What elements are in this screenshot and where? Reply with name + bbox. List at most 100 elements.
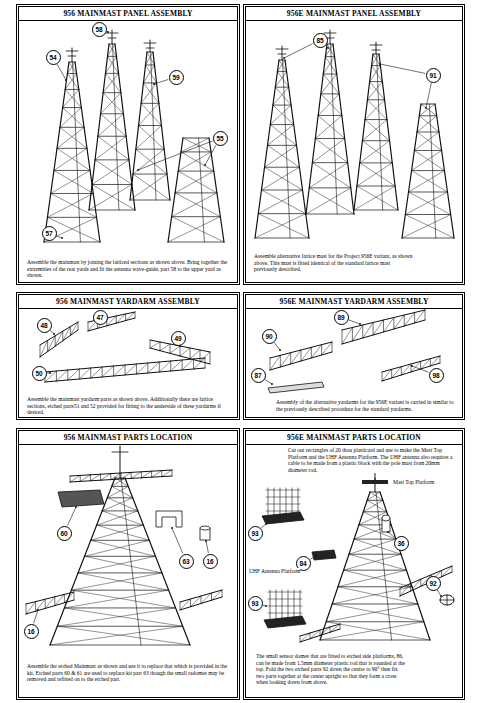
lattice-strut xyxy=(357,186,398,210)
lattice-strut xyxy=(326,604,418,622)
lattice-strut xyxy=(108,56,117,57)
lattice-strut xyxy=(47,217,96,218)
lattice-strut xyxy=(151,471,152,477)
callout-text: 63 xyxy=(182,558,189,565)
uhf-element xyxy=(266,504,300,505)
lattice-strut xyxy=(309,187,351,188)
callout-number: 98 xyxy=(429,368,444,383)
lattice-strut xyxy=(311,347,312,358)
lattice-strut xyxy=(161,471,162,477)
antenna-yard xyxy=(144,43,156,44)
lattice-strut xyxy=(267,145,296,146)
leader-dot xyxy=(75,506,77,508)
lattice-strut xyxy=(360,141,390,163)
lattice-strut xyxy=(102,367,103,377)
callout-number: 50 xyxy=(32,366,47,381)
callout-number: 16 xyxy=(203,554,218,569)
lattice-strut xyxy=(306,214,354,215)
lattice-strut xyxy=(372,65,381,66)
callout-text: 93 xyxy=(251,600,258,607)
lattice-strut xyxy=(89,210,135,211)
lattice-strut xyxy=(280,353,290,367)
lattice-strut xyxy=(404,315,405,326)
lattice-strut xyxy=(300,633,310,642)
lattice-strut xyxy=(90,368,91,378)
lattice-strut xyxy=(414,150,444,170)
lattice-strut xyxy=(125,364,136,375)
callout-number: 58 xyxy=(92,22,107,37)
lattice-strut xyxy=(344,554,401,570)
side-platform xyxy=(312,550,336,560)
leader-line xyxy=(154,80,168,84)
lattice-strut xyxy=(136,363,147,374)
lattice-strut xyxy=(125,314,126,321)
lattice-strut xyxy=(92,184,132,185)
lattice-strut xyxy=(50,626,183,645)
lattice-strut xyxy=(168,242,224,243)
leader-dot xyxy=(279,349,281,351)
lattice-strut xyxy=(101,114,127,136)
lattice-strut xyxy=(414,150,441,151)
callout-number: 54 xyxy=(46,50,61,65)
lattice-strut xyxy=(419,115,436,116)
lattice-strut xyxy=(265,167,303,190)
lattice-strut xyxy=(270,105,291,125)
lattice-strut xyxy=(401,364,411,375)
leader-dot xyxy=(327,47,329,49)
lattice-strut xyxy=(412,170,445,171)
lattice-strut xyxy=(275,87,288,88)
lattice-strut xyxy=(57,148,90,170)
lattice-strut xyxy=(71,573,162,590)
lattice-strut xyxy=(332,603,418,604)
radome xyxy=(200,526,210,530)
panel-heading: 956 MAINMAST PARTS LOCATION xyxy=(19,431,237,445)
mast-leg xyxy=(306,44,327,214)
leader-dot xyxy=(53,333,55,335)
lattice-strut xyxy=(440,356,441,363)
antenna-yard xyxy=(370,45,382,46)
lattice-strut xyxy=(139,126,165,150)
lattice-strut xyxy=(182,359,193,370)
leader-line xyxy=(34,610,38,623)
lattice-strut xyxy=(270,355,280,370)
lattice-strut xyxy=(318,115,344,138)
callout-number: 59 xyxy=(169,70,184,85)
lattice-strut xyxy=(421,359,431,369)
lattice-strut xyxy=(98,114,124,136)
antenna-yard xyxy=(146,48,154,49)
leader-line xyxy=(263,605,266,607)
callout-text: 59 xyxy=(172,74,179,81)
lattice-strut xyxy=(420,579,421,586)
uhf-element xyxy=(268,606,302,607)
lattice-strut xyxy=(26,602,36,614)
lattice-strut xyxy=(136,149,167,174)
leader-line xyxy=(107,31,109,32)
lattice-strut xyxy=(170,344,171,353)
lattice-strut xyxy=(44,242,100,243)
lattice-strut xyxy=(95,160,132,185)
lattice-strut xyxy=(133,174,167,175)
leader-line xyxy=(50,331,54,334)
lattice-strut xyxy=(370,81,383,82)
callout-text: 91 xyxy=(429,72,436,79)
lattice-strut xyxy=(392,367,402,378)
lattice-strut xyxy=(277,71,288,87)
lattice-strut xyxy=(103,73,118,92)
lattice-strut xyxy=(394,315,404,329)
instruction-note: Cut out rectangles of 20 thou plasticard… xyxy=(288,447,460,473)
leader-line xyxy=(274,343,280,350)
uhf-element xyxy=(294,590,295,617)
lattice-strut xyxy=(360,162,393,163)
uhf-element xyxy=(274,488,275,514)
uhf-element xyxy=(298,488,299,512)
lattice-strut xyxy=(270,358,271,370)
lattice-strut xyxy=(280,355,281,367)
lattice-strut xyxy=(139,125,162,126)
leader-dot xyxy=(283,57,285,59)
lattice-strut xyxy=(135,312,136,318)
lattice-strut xyxy=(91,540,150,541)
lattice-strut xyxy=(367,500,383,501)
lattice-strut xyxy=(400,584,410,596)
lattice-strut xyxy=(421,104,435,105)
lattice-strut xyxy=(412,171,448,192)
